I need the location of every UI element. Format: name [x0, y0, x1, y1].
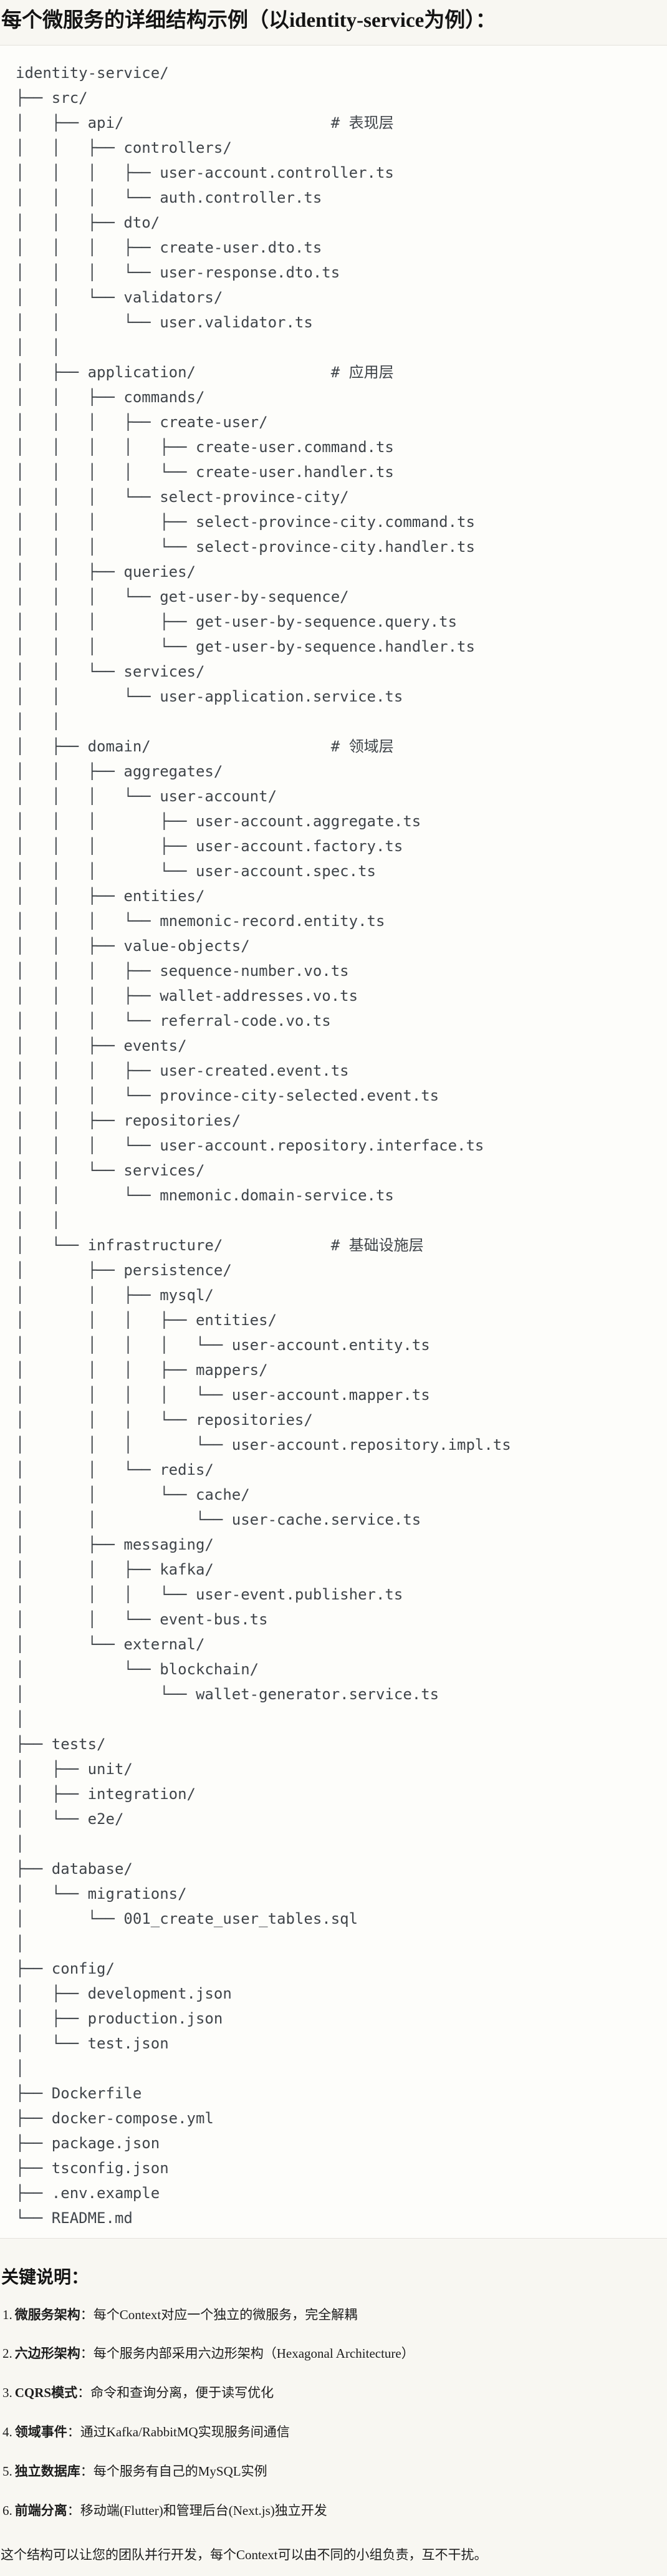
note-item: 2.六边形架构：每个服务内部采用六边形架构（Hexagonal Architec…: [0, 2345, 667, 2363]
note-label: 领域事件: [14, 2424, 67, 2439]
note-number: 5.: [2, 2463, 12, 2479]
note-item: 5.独立数据库：每个服务有自己的MySQL实例: [0, 2463, 667, 2481]
note-item: 6.前端分离：移动端(Flutter)和管理后台(Next.js)独立开发: [0, 2502, 667, 2521]
note-number: 3.: [2, 2385, 12, 2401]
note-number: 6.: [2, 2502, 12, 2518]
note-text: ：通过Kafka/RabbitMQ实现服务间通信: [67, 2424, 290, 2439]
note-number: 2.: [2, 2346, 12, 2361]
note-text: ：命令和查询分离，便于读写优化: [77, 2385, 274, 2401]
note-label: 六边形架构: [14, 2346, 80, 2361]
note-item: 1.微服务架构：每个Context对应一个独立的微服务，完全解耦: [0, 2306, 667, 2325]
note-item: 4.领域事件：通过Kafka/RabbitMQ实现服务间通信: [0, 2423, 667, 2442]
note-text: ：每个服务有自己的MySQL实例: [80, 2463, 267, 2479]
page-title: 每个微服务的详细结构示例（以identity-service为例）：: [1, 9, 496, 32]
note-label: CQRS模式: [14, 2385, 78, 2401]
note-text: ：移动端(Flutter)和管理后台(Next.js)独立开发: [67, 2502, 327, 2518]
note-text: ：每个Context对应一个独立的微服务，完全解耦: [80, 2307, 358, 2322]
code-block: identity-service/ ├── src/ │ ├── api/ # …: [0, 44, 667, 2239]
note-number: 1.: [2, 2307, 12, 2322]
note-text: ：每个服务内部采用六边形架构（Hexagonal Architecture）: [80, 2346, 415, 2361]
note-number: 4.: [2, 2424, 12, 2439]
notes-heading: 关键说明：: [1, 2267, 89, 2287]
note-item: 3.CQRS模式：命令和查询分离，便于读写优化: [0, 2384, 667, 2403]
note-label: 微服务架构: [14, 2307, 80, 2322]
note-label: 前端分离: [14, 2502, 67, 2518]
footer-note: 这个结构可以让您的团队并行开发，每个Context可以由不同的小组负责，互不干扰…: [1, 2547, 487, 2563]
directory-tree: identity-service/ ├── src/ │ ├── api/ # …: [16, 64, 511, 2227]
note-label: 独立数据库: [14, 2463, 80, 2479]
